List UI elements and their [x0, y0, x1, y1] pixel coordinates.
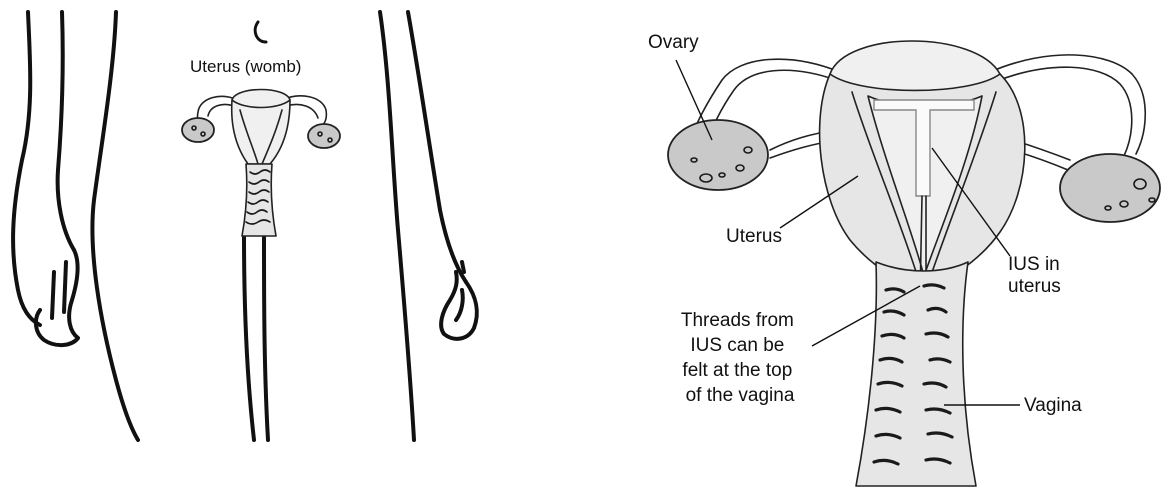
label-ovary: Ovary — [648, 32, 699, 53]
label-threads-line-1: Threads from — [681, 310, 794, 331]
legs-outline — [244, 236, 268, 440]
label-threads-line-4: of the vagina — [686, 385, 795, 406]
label-uterus: Uterus — [726, 226, 782, 247]
label-threads: Threads from IUS can be felt at the top … — [681, 310, 799, 406]
navel-mark — [255, 22, 266, 42]
label-vagina: Vagina — [1024, 395, 1082, 416]
vagina — [856, 262, 976, 486]
ovary-left — [668, 120, 768, 190]
label-uterus-womb: Uterus (womb) — [190, 57, 301, 76]
label-threads-line-2: IUS can be — [690, 335, 784, 356]
left-arm-outline — [13, 12, 138, 440]
detailed-uterus-panel: Ovary Uterus IUS in uterus Threads from … — [648, 32, 1160, 486]
body-silhouette-panel: Uterus (womb) — [13, 12, 477, 440]
ovary-right — [1060, 154, 1160, 222]
small-uterus-illustration — [182, 90, 340, 237]
small-ovary-left — [182, 118, 214, 142]
label-ius: IUS in uterus — [1008, 254, 1065, 297]
uterus-fundus — [830, 41, 1000, 91]
right-arm-outline — [380, 12, 477, 440]
small-ovary-right — [308, 124, 340, 148]
label-ius-line-1: IUS in — [1008, 254, 1060, 275]
label-ius-line-2: uterus — [1008, 276, 1061, 297]
label-threads-line-3: felt at the top — [682, 360, 792, 381]
